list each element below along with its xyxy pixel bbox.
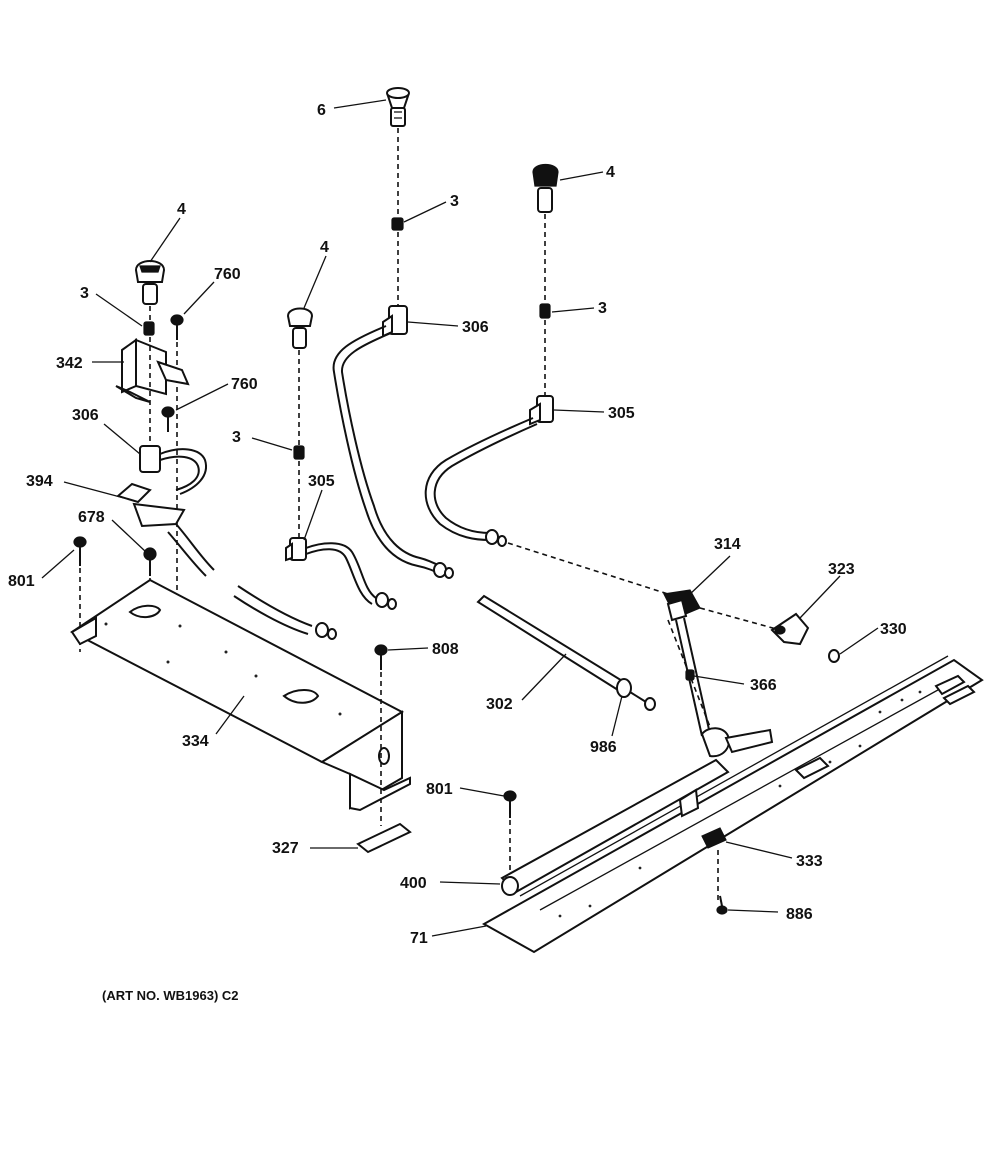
callout-400: 400: [400, 875, 427, 892]
tube-fitting-top: [433, 562, 454, 579]
screw-760-mid: [161, 406, 175, 432]
fitting-366: [685, 669, 695, 681]
fitting-986: [616, 678, 656, 711]
callout-306-left: 306: [72, 407, 99, 424]
manifold-rail-400: [500, 758, 730, 896]
orifice-3-mid: [293, 445, 305, 460]
callout-342: 342: [56, 355, 83, 372]
callout-6: 6: [317, 102, 326, 119]
leader-lines: [41, 99, 879, 937]
valve-knob-6: [386, 87, 410, 127]
manifold-bracket-334: [70, 578, 411, 812]
callout-302: 302: [486, 696, 513, 713]
callout-330: 330: [880, 621, 907, 638]
plate-327: [356, 822, 412, 854]
art-number-caption: (ART NO. WB1963) C2: [102, 988, 239, 1003]
screw-678: [143, 547, 157, 576]
rod-302: [476, 594, 626, 692]
callout-801-left: 801: [8, 573, 35, 590]
callout-323: 323: [828, 561, 855, 578]
bracket-305-mid: [285, 537, 307, 562]
callout-305-mid: 305: [308, 473, 335, 490]
callout-760-top: 760: [214, 266, 241, 283]
clip-330: [828, 649, 840, 663]
callout-986: 986: [590, 739, 617, 756]
callout-71: 71: [410, 930, 428, 947]
bracket-305-right: [529, 395, 554, 426]
valve-knob-4-mid: [286, 307, 314, 349]
callout-4-mid: 4: [320, 239, 329, 256]
burner-tray-71: [481, 655, 984, 954]
screw-808: [374, 644, 388, 670]
callout-306-top: 306: [462, 319, 489, 336]
callout-678: 678: [78, 509, 105, 526]
callout-327: 327: [272, 840, 299, 857]
screw-801-left: [73, 536, 87, 566]
callout-4-right: 4: [606, 164, 615, 181]
callout-333: 333: [796, 853, 823, 870]
callout-3-right: 3: [598, 300, 607, 317]
valve-314: [663, 589, 711, 737]
screw-886: [716, 895, 728, 915]
callout-394: 394: [26, 473, 53, 490]
callout-886: 886: [786, 906, 813, 923]
callout-3-left: 3: [80, 285, 89, 302]
clip-333: [701, 827, 727, 849]
bracket-306-top: [382, 305, 408, 338]
bracket-394: [115, 482, 186, 528]
orifice-3-right: [539, 303, 551, 319]
callout-366: 366: [750, 677, 777, 694]
screw-801-mid: [503, 790, 517, 818]
callout-801-mid: 801: [426, 781, 453, 798]
tube-305-right: [424, 417, 534, 541]
screw-760-top: [170, 314, 184, 340]
orifice-3-left: [143, 321, 155, 336]
bracket-306-left: [139, 445, 161, 473]
callout-4-left: 4: [177, 201, 186, 218]
bracket-323: [770, 612, 810, 646]
orifice-3-top: [391, 217, 404, 231]
valve-knob-4-right: [532, 163, 559, 213]
elbow-fitting: [700, 727, 774, 758]
valve-knob-4-left: [134, 260, 166, 305]
tube-306-top: [332, 325, 441, 575]
callout-3-mid: 3: [232, 429, 241, 446]
callout-760-mid: 760: [231, 376, 258, 393]
callout-3-top: 3: [450, 193, 459, 210]
callout-334: 334: [182, 733, 209, 750]
callout-808: 808: [432, 641, 459, 658]
bracket-342: [115, 338, 190, 403]
callout-314: 314: [714, 536, 741, 553]
callout-305-right: 305: [608, 405, 635, 422]
